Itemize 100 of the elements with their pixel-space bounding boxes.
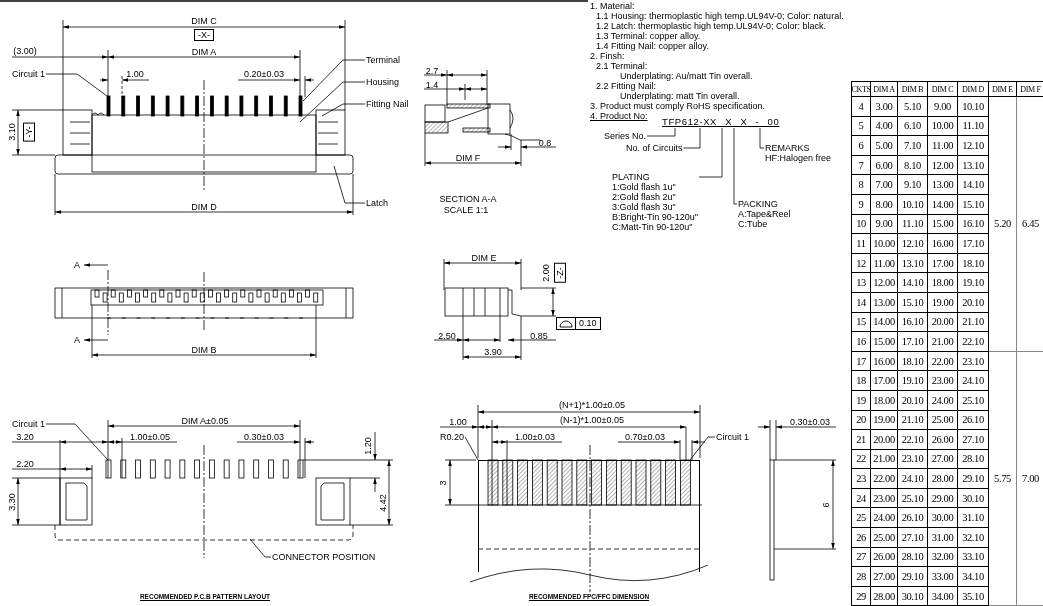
dimension-label: (N-1)*1.00±0.05: [560, 415, 624, 425]
section-mark-label: A: [74, 260, 80, 270]
leader-line: [646, 127, 676, 137]
dimension-label: DIM F: [455, 153, 481, 163]
table-cell: 25.00: [871, 528, 898, 548]
table-cell: 6.10: [898, 116, 928, 137]
dimension-label: 0.70±0.03: [625, 432, 665, 442]
option-text: 3:Gold flash 3u": [612, 202, 677, 212]
table-cell: 28: [852, 567, 871, 587]
table-cell: 24.10: [958, 371, 989, 391]
table-cell: 19.00: [871, 410, 898, 431]
table-cell: 5.10: [898, 97, 928, 117]
table-cell: 5.00: [871, 136, 898, 156]
table-cell: 25: [852, 508, 871, 529]
dimension-label: DIM B: [191, 345, 217, 355]
dimension-label: 1.4: [425, 80, 439, 90]
table-cell: 3.00: [871, 97, 898, 117]
note-text: 2. Finsh:: [590, 51, 625, 61]
callout-label: Fitting Nail: [366, 99, 409, 109]
option-text: A:Tape&Reel: [738, 209, 791, 219]
table-cell: 16.00: [928, 234, 958, 254]
table-cell: 29.00: [928, 488, 958, 509]
table-cell: 21.00: [928, 332, 958, 352]
note-text: Underplating: Au/matt Tin overall.: [620, 71, 753, 81]
table-cell: 26: [852, 528, 871, 548]
table-cell: 15.10: [958, 194, 989, 215]
table-cell: 18.00: [928, 273, 958, 293]
dimension-label: DIM C: [191, 16, 217, 26]
table-cell: 10.00: [928, 116, 958, 137]
table-cell: 29.10: [898, 567, 928, 587]
note-text: 2.1 Terminal:: [596, 61, 648, 71]
dimension-label: 0.30±0.03: [244, 432, 284, 442]
table-cell: 18.10: [958, 253, 989, 274]
table-cell: DIM A: [871, 82, 898, 97]
option-text: REMARKS: [765, 143, 811, 153]
table-cell: 4: [852, 97, 871, 117]
table-cell: 8: [852, 175, 871, 195]
table-cell: DIM B: [898, 82, 928, 97]
view-title: SECTION A-A: [439, 194, 497, 204]
table-cell: 27: [852, 547, 871, 568]
dimension-label: 3.10: [7, 123, 17, 141]
table-cell: 23.10: [898, 449, 928, 470]
table-cell: 13.00: [928, 175, 958, 195]
table-cell: 7.10: [898, 136, 928, 156]
view-title: SCALE 1:1: [443, 205, 489, 215]
table-cell: 14: [852, 292, 871, 313]
table-cell: 28.10: [898, 547, 928, 568]
table-cell: 18.00: [871, 390, 898, 411]
option-text: 2:Gold flash 2u": [612, 192, 677, 202]
table-cell: 27.10: [958, 430, 989, 450]
dimension-label: 3.30: [7, 493, 17, 511]
table-cell: 20.10: [958, 292, 989, 313]
callout-label: Housing: [366, 77, 400, 87]
table-cell: 11.00: [928, 136, 958, 156]
option-text: HF:Halogen free: [765, 153, 832, 163]
option-text: PACKING: [738, 199, 779, 209]
dimension-label: 4.42: [378, 494, 388, 512]
table-cell: 19.00: [928, 292, 958, 313]
leader-line: [759, 127, 765, 149]
table-cell: 12.10: [898, 234, 928, 254]
leader-line: [683, 127, 701, 149]
callout-label: Circuit 1: [12, 69, 45, 79]
table-cell: 11.10: [898, 214, 928, 235]
table-cell: 23.00: [928, 371, 958, 391]
table-cell: 15.00: [871, 332, 898, 352]
dimension-label: 1.00: [449, 417, 467, 427]
table-cell: 33.00: [928, 567, 958, 587]
option-text: 1:Gold flash 1u": [612, 182, 677, 192]
table-cell: 16.10: [898, 312, 928, 333]
note-text: 1.2 Latch: thermoplastic high temp.UL94V-0; Color: black.: [596, 21, 827, 31]
leader-line: [698, 127, 723, 178]
table-cell: DIM D: [958, 82, 989, 97]
table-cell: 12: [852, 253, 871, 274]
table-cell: 31.00: [928, 528, 958, 548]
table-cell: 22: [852, 449, 871, 470]
leader-line: [321, 103, 366, 117]
table-cell: 20.00: [871, 430, 898, 450]
table-cell: 10.10: [958, 97, 989, 117]
callout-label: Terminal: [366, 55, 400, 65]
table-cell: 20: [852, 410, 871, 431]
option-text: C:Matt-Tin 90-120u": [612, 222, 694, 232]
table-cell: 19.10: [898, 371, 928, 391]
table-cell: 24.00: [928, 390, 958, 411]
table-cell: 19.10: [958, 273, 989, 293]
callout-label: Series No.: [604, 131, 647, 141]
table-cell: 4.00: [871, 116, 898, 137]
table-cell: 10.10: [898, 194, 928, 215]
table-cell: 26.00: [871, 547, 898, 568]
table-cell: 13: [852, 273, 871, 293]
dimension-label: 0.30±0.03: [790, 417, 830, 427]
table-cell: 21: [852, 430, 871, 450]
table-cell: 33.10: [958, 547, 989, 568]
note-text: Underplating: matt Tin overall.: [620, 91, 740, 101]
table-cell: 28.00: [928, 469, 958, 489]
table-cell: 14.00: [928, 194, 958, 215]
table-cell: 7.00: [871, 175, 898, 195]
table-cell: 25.10: [958, 390, 989, 411]
dimension-label: 2.50: [438, 331, 456, 341]
callout-label: Latch: [366, 198, 389, 208]
table-cell: 35.10: [958, 586, 989, 606]
